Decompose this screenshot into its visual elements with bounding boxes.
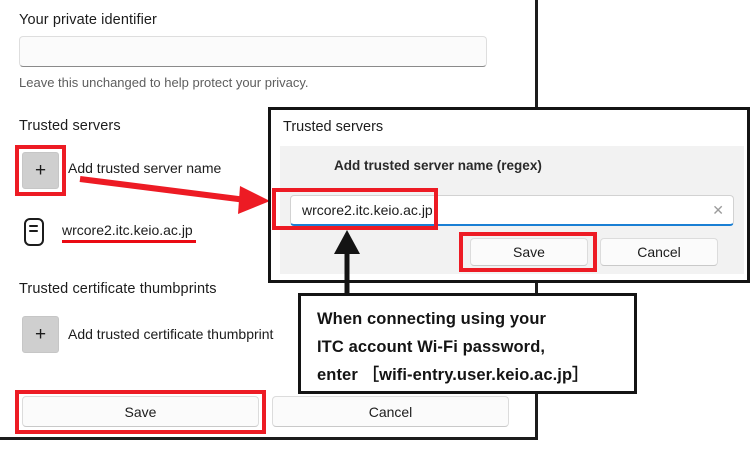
- dialog-cancel-button[interactable]: Cancel: [600, 238, 718, 266]
- panel-cancel-button[interactable]: Cancel: [272, 396, 509, 427]
- add-trusted-thumbprint-label: Add trusted certificate thumbprint: [68, 326, 274, 342]
- trusted-server-name-value: wrcore2.itc.keio.ac.jp: [302, 202, 433, 218]
- panel-save-button[interactable]: Save: [22, 396, 259, 427]
- add-trusted-thumbprint-plus-button[interactable]: +: [22, 316, 59, 353]
- private-identifier-label: Your private identifier: [19, 12, 157, 28]
- dialog-save-button[interactable]: Save: [470, 238, 588, 266]
- add-trusted-server-label: Add trusted server name: [68, 160, 222, 176]
- callout-line-3: enter ［wifi-entry.user.keio.ac.jp］: [317, 366, 589, 384]
- dialog-title: Trusted servers: [283, 119, 384, 135]
- dialog-subtitle: Add trusted server name (regex): [334, 158, 542, 173]
- instruction-callout: When connecting using your ITC account W…: [298, 293, 637, 394]
- callout-line-1: When connecting using your: [317, 310, 547, 328]
- trusted-servers-heading: Trusted servers: [19, 118, 121, 134]
- private-identifier-hint: Leave this unchanged to help protect you…: [19, 75, 309, 90]
- close-icon[interactable]: ✕: [712, 202, 724, 218]
- trusted-server-entry-name[interactable]: wrcore2.itc.keio.ac.jp: [62, 222, 193, 238]
- red-arrow-icon: [79, 176, 270, 214]
- trusted-thumbprints-heading: Trusted certificate thumbprints: [19, 281, 217, 297]
- server-icon: [24, 218, 44, 246]
- black-arrow-icon: [334, 230, 360, 296]
- dialog-body: Add trusted server name (regex) wrcore2.…: [280, 146, 744, 274]
- private-identifier-input[interactable]: [19, 36, 487, 67]
- callout-line-2: ITC account Wi-Fi password,: [317, 338, 546, 356]
- server-name-red-underline: [62, 240, 196, 243]
- trusted-server-name-input[interactable]: wrcore2.itc.keio.ac.jp ✕: [290, 195, 734, 226]
- add-trusted-server-plus-button[interactable]: +: [22, 152, 59, 189]
- plus-icon: +: [34, 160, 47, 181]
- plus-icon: +: [34, 324, 47, 345]
